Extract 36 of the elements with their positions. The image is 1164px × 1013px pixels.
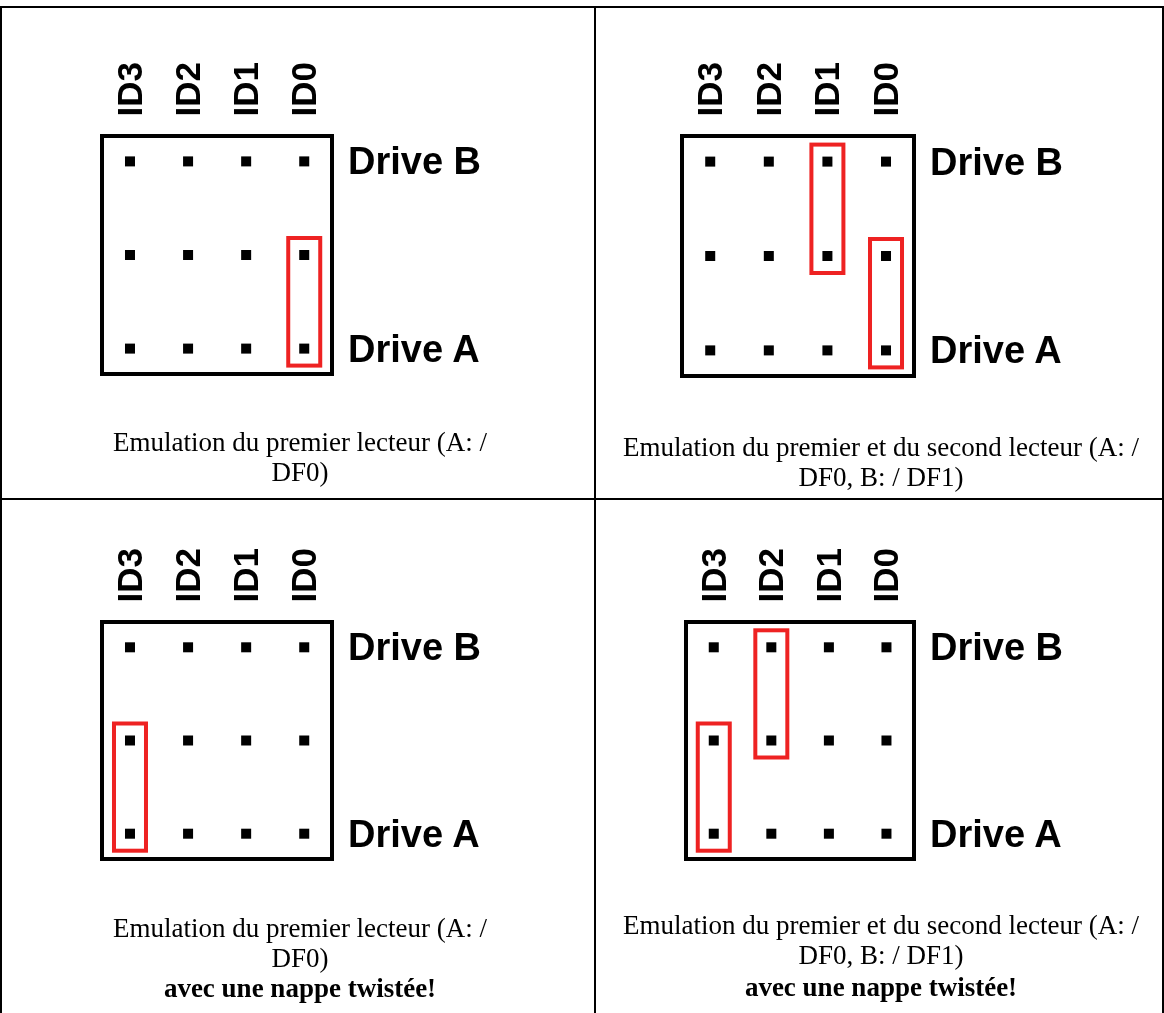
pin-label: ID2 — [750, 62, 787, 117]
cell-label: Emulation du premier et du second lecteur (A: / DF0, B: / DF1) — [622, 910, 1140, 970]
cell-label: Emulation du premier lecteur (A: / DF0) — [111, 427, 489, 487]
pin-label: ID1 — [809, 62, 846, 117]
table-cell — [594, 6, 1164, 500]
pin-label: ID0 — [286, 548, 323, 603]
pin-label: ID1 — [228, 62, 265, 117]
drive-label: Drive B — [348, 625, 482, 670]
pin-label: ID3 — [695, 548, 732, 603]
jumper-block — [680, 134, 916, 378]
pin-label: ID2 — [753, 548, 790, 603]
drive-label: Drive B — [930, 625, 1064, 670]
drive-label: Drive B — [930, 139, 1064, 184]
pin-label: ID0 — [868, 548, 905, 603]
pin-label: ID3 — [112, 62, 148, 117]
drive-label: Drive A — [930, 328, 1062, 373]
drive-label: Drive A — [348, 811, 480, 856]
drive-label: Drive A — [348, 326, 480, 371]
pin-label: ID0 — [286, 62, 323, 117]
drive-label: Drive A — [930, 811, 1062, 856]
pin-label: ID1 — [810, 548, 847, 603]
drive-label: Drive B — [348, 139, 482, 184]
table-cell — [0, 6, 596, 500]
jumper-block — [100, 134, 334, 376]
jumper-block — [684, 620, 916, 861]
pin-label: ID3 — [112, 548, 148, 603]
jumper-block — [100, 620, 334, 861]
pin-label: ID2 — [170, 62, 207, 117]
pin-label: ID0 — [868, 62, 904, 117]
cell-label: Emulation du premier et du second lecteur (A: / DF0, B: / DF1) — [622, 432, 1140, 492]
cell-note: avec une nappe twistée! — [743, 972, 1019, 1002]
cell-note: avec une nappe twistée! — [162, 973, 438, 1003]
pin-label: ID2 — [170, 548, 207, 603]
pin-label: ID1 — [228, 548, 265, 603]
pin-label: ID3 — [692, 62, 729, 117]
cell-label: Emulation du premier lecteur (A: / DF0) — [111, 913, 489, 973]
